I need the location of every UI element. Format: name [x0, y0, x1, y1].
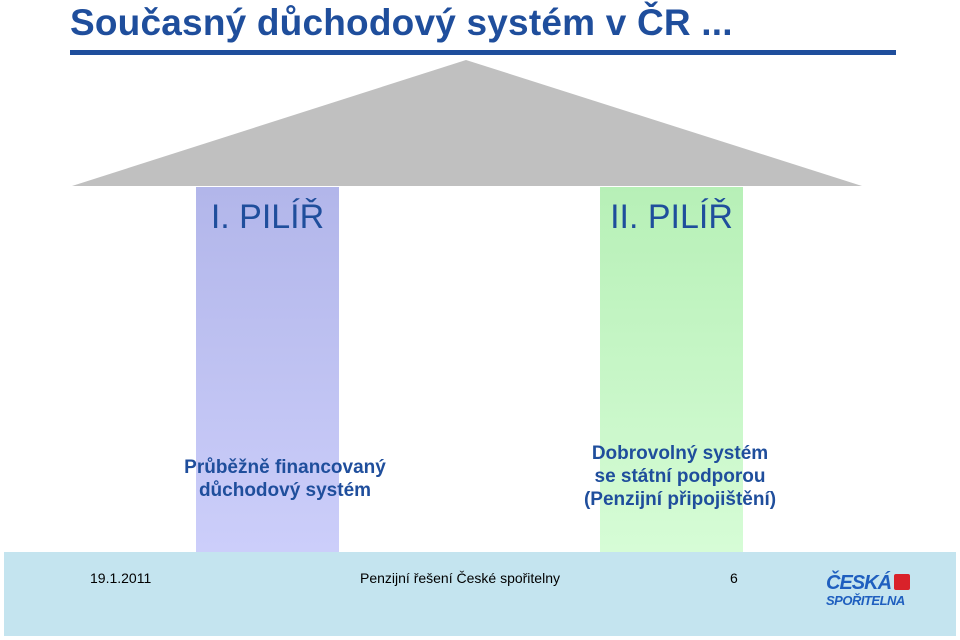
page-number: 6: [730, 570, 738, 586]
pillar-2-description-line: (Penzijní připojištění): [583, 489, 777, 510]
roof-shape: [72, 60, 862, 186]
footer-date: 19.1.2011: [90, 570, 152, 586]
roof-triangle: [72, 60, 862, 186]
pillar-2-description-line: se státní podporou: [594, 466, 766, 487]
pillar-1-description-line: Průběžně financovaný: [184, 457, 386, 478]
pillar-2-description-line: Dobrovolný systém: [591, 443, 769, 464]
pillar-2-description: Dobrovolný systém se státní podporou (Pe…: [530, 442, 830, 511]
footer-bar: [4, 552, 956, 636]
pillar-1-label: I. PILÍŘ: [210, 198, 325, 236]
pillar-1-description-line: důchodový systém: [198, 480, 372, 501]
title-underline: [70, 50, 896, 55]
slide-title: Současný důchodový systém v ČR ...: [70, 2, 733, 43]
logo-red-mark: [894, 574, 910, 590]
pillar-1-description: Průběžně financovaný důchodový systém: [140, 456, 430, 502]
logo-line-2: SPOŘITELNA: [826, 593, 905, 608]
footer-center-text: Penzijní řešení České spořitelny: [360, 570, 560, 586]
pillar-2-label: II. PILÍŘ: [610, 198, 733, 236]
logo-line-1: ČESKÁ: [826, 572, 892, 594]
pillar-2: [600, 187, 743, 552]
pillar-1: [196, 187, 339, 552]
ceska-sporitelna-logo: ČESKÁ SPOŘITELNA: [826, 572, 916, 614]
